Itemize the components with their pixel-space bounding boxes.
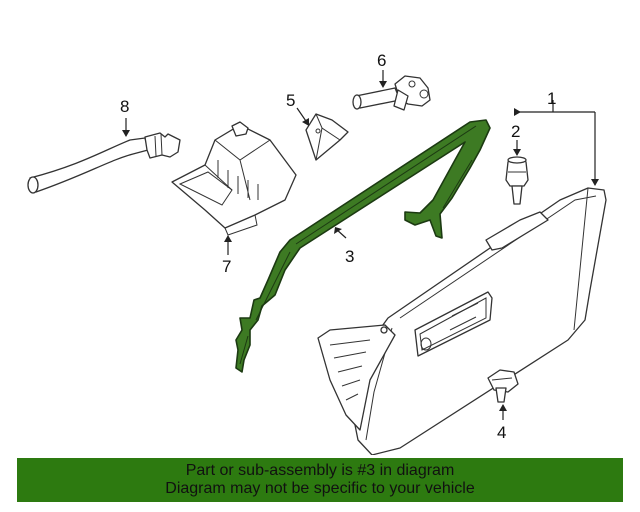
callout-8: 8	[120, 97, 129, 116]
callout-7: 7	[222, 257, 231, 276]
part-1-glove-box[interactable]	[317, 187, 607, 455]
banner-line-2: Diagram may not be specific to your vehi…	[165, 480, 475, 497]
part-7-bracket[interactable]	[171, 121, 297, 236]
callout-4: 4	[497, 423, 506, 442]
part-8-cable[interactable]	[27, 132, 181, 194]
part-4-clip[interactable]	[487, 369, 519, 403]
info-banner: Part or sub-assembly is #3 in diagram Di…	[17, 458, 623, 502]
part-3-seal[interactable]	[235, 119, 491, 373]
parts-diagram: 8 7 5 6 3	[27, 51, 607, 455]
part-2-bumper[interactable]	[505, 156, 529, 205]
banner-line-1: Part or sub-assembly is #3 in diagram	[185, 462, 455, 479]
callout-6: 6	[377, 51, 386, 70]
callout-2: 2	[511, 122, 520, 141]
callout-5: 5	[286, 91, 295, 110]
callout-3: 3	[345, 247, 354, 266]
callout-1: 1	[547, 89, 556, 108]
part-6-damper[interactable]	[352, 75, 431, 111]
part-5-clip[interactable]	[305, 113, 349, 161]
leader-1	[518, 100, 596, 185]
